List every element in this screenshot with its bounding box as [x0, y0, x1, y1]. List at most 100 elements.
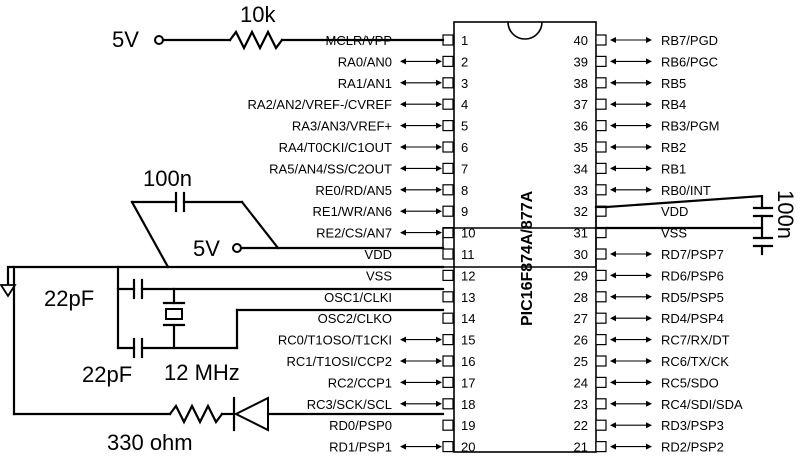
- led-icon: [233, 396, 269, 432]
- arrow-left-icon: [400, 186, 406, 193]
- arrow-right-icon: [646, 443, 652, 450]
- supply-ties: [442, 207, 597, 268]
- right-pin-label: RD5/PSP5: [661, 290, 724, 305]
- pin-pad: [442, 184, 454, 196]
- right-pin-number: 34: [574, 161, 588, 176]
- arrow-left-icon: [400, 144, 406, 150]
- left-pin-number: 8: [461, 183, 468, 198]
- arrow-left-icon: [610, 422, 616, 429]
- cap-osc-top-label: 22pF: [44, 286, 94, 311]
- chip-part-label: PIC16F874A/877A: [519, 190, 536, 326]
- right-pin-number: 39: [574, 54, 588, 69]
- pin-pad: [595, 184, 607, 196]
- pin-pad: [442, 269, 454, 281]
- pin-pad: [442, 141, 454, 153]
- left-pin-number: 13: [461, 290, 475, 305]
- right-pin-label: RD4/PSP4: [661, 311, 724, 326]
- right-pin-number: 38: [574, 76, 588, 91]
- pin-pad: [442, 227, 454, 239]
- pin-pad: [595, 398, 607, 410]
- supply-top-label: 5V: [112, 27, 139, 52]
- arrow-right-icon: [436, 229, 442, 236]
- right-pin-label: VDD: [661, 204, 688, 219]
- pin-pad: [442, 355, 454, 367]
- arrow-right-icon: [436, 443, 442, 450]
- arrow-right-icon: [646, 144, 652, 150]
- right-pin-number: 22: [574, 418, 588, 433]
- right-pin-label: RB6/PGC: [661, 54, 718, 69]
- right-pin-number: 40: [574, 33, 588, 48]
- resistor-led: [168, 403, 224, 425]
- left-pin-number: 12: [461, 268, 475, 283]
- arrow-left-icon: [400, 358, 406, 364]
- pin-pad: [442, 334, 454, 346]
- arrow-right-icon: [436, 379, 442, 386]
- arrow-left-icon: [610, 186, 616, 193]
- right-pin-label: RC7/RX/DT: [661, 333, 730, 348]
- arrow-left-icon: [610, 336, 616, 343]
- supply-mid-terminal: [232, 243, 242, 253]
- right-pin-number: 30: [574, 247, 588, 262]
- arrow-left-icon: [400, 58, 406, 65]
- right-pin-label: RD6/PSP6: [661, 268, 724, 283]
- arrow-right-icon: [646, 293, 652, 300]
- left-pin-row: OSC1/CLKI 13: [324, 290, 475, 305]
- pin-pad: [595, 291, 607, 303]
- left-pin-number: 9: [461, 204, 468, 219]
- arrow-right-icon: [436, 144, 442, 150]
- left-pin-label: RA4/T0CKI/C1OUT: [279, 140, 392, 155]
- right-pin-group: RB7/PGD40RB6/PGC39RB538RB437RB3/PGM36RB2…: [574, 33, 743, 455]
- left-pin-number: 6: [461, 140, 468, 155]
- arrow-left-icon: [610, 165, 616, 172]
- right-pin-number: 33: [574, 183, 588, 198]
- arrow-left-icon: [400, 400, 406, 407]
- arrow-right-icon: [436, 186, 442, 193]
- arrow-left-icon: [610, 101, 616, 108]
- right-pin-label: RB4: [661, 97, 686, 112]
- arrow-right-icon: [646, 101, 652, 108]
- arrow-right-icon: [646, 400, 652, 407]
- left-pin-number: 15: [461, 333, 475, 348]
- arrow-left-icon: [400, 443, 406, 450]
- left-pin-number: 3: [461, 76, 468, 91]
- right-pin-number: 26: [574, 333, 588, 348]
- right-pin-number: 36: [574, 119, 588, 134]
- right-pin-label: RB0/INT: [661, 183, 711, 198]
- left-pin-number: 16: [461, 354, 475, 369]
- pin-pad: [595, 55, 607, 68]
- left-pin-number: 10: [461, 226, 475, 241]
- arrow-left-icon: [400, 379, 406, 386]
- right-pin-row: RC7/RX/DT 26: [574, 333, 730, 348]
- right-pin-label: RB3/PGM: [661, 119, 720, 134]
- arrow-right-icon: [436, 101, 442, 108]
- arrow-right-icon: [646, 58, 652, 65]
- pin-pad: [595, 312, 607, 324]
- right-pin-label: RB7/PGD: [661, 33, 718, 48]
- pin-pad: [442, 98, 454, 110]
- right-pin-label: RD3/PSP3: [661, 418, 724, 433]
- pin-pad: [595, 441, 607, 453]
- arrow-left-icon: [400, 208, 406, 215]
- right-pin-row: RB0/INT 33: [574, 183, 711, 198]
- left-pin-label: OSC1/CLKI: [324, 290, 392, 305]
- arrow-left-icon: [610, 315, 616, 322]
- right-pin-label: RD2/PSP2: [661, 440, 724, 455]
- right-pin-number: 28: [574, 290, 588, 305]
- chip-body: [453, 21, 597, 453]
- arrow-left-icon: [610, 79, 616, 86]
- arrow-right-icon: [646, 315, 652, 322]
- supply-mid-label: 5V: [193, 236, 220, 261]
